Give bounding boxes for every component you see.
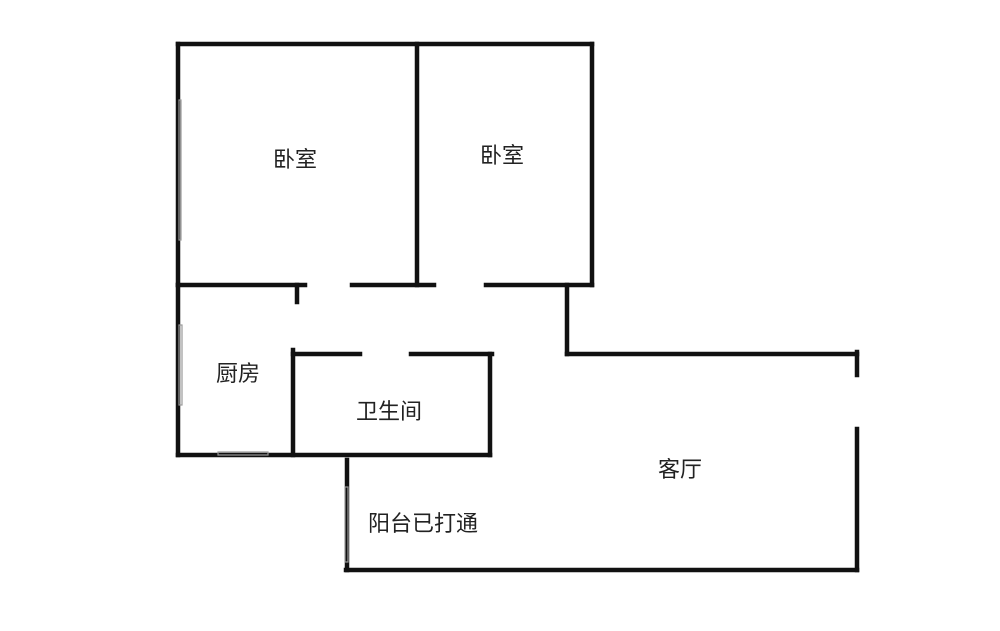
balcony-note: 阳台已打通 — [367, 512, 479, 537]
room-label-kitchen: 厨房 — [215, 362, 261, 387]
window-bedroom-left — [178, 99, 182, 241]
room-label-living-room: 客厅 — [657, 458, 703, 483]
window-balcony — [344, 486, 349, 563]
window-kitchen-bottom — [217, 451, 269, 456]
room-label-bedroom-left: 卧室 — [272, 148, 318, 173]
window-kitchen-left — [178, 324, 183, 406]
room-label-bedroom-right: 卧室 — [479, 144, 525, 169]
room-label-bathroom: 卫生间 — [355, 400, 423, 425]
